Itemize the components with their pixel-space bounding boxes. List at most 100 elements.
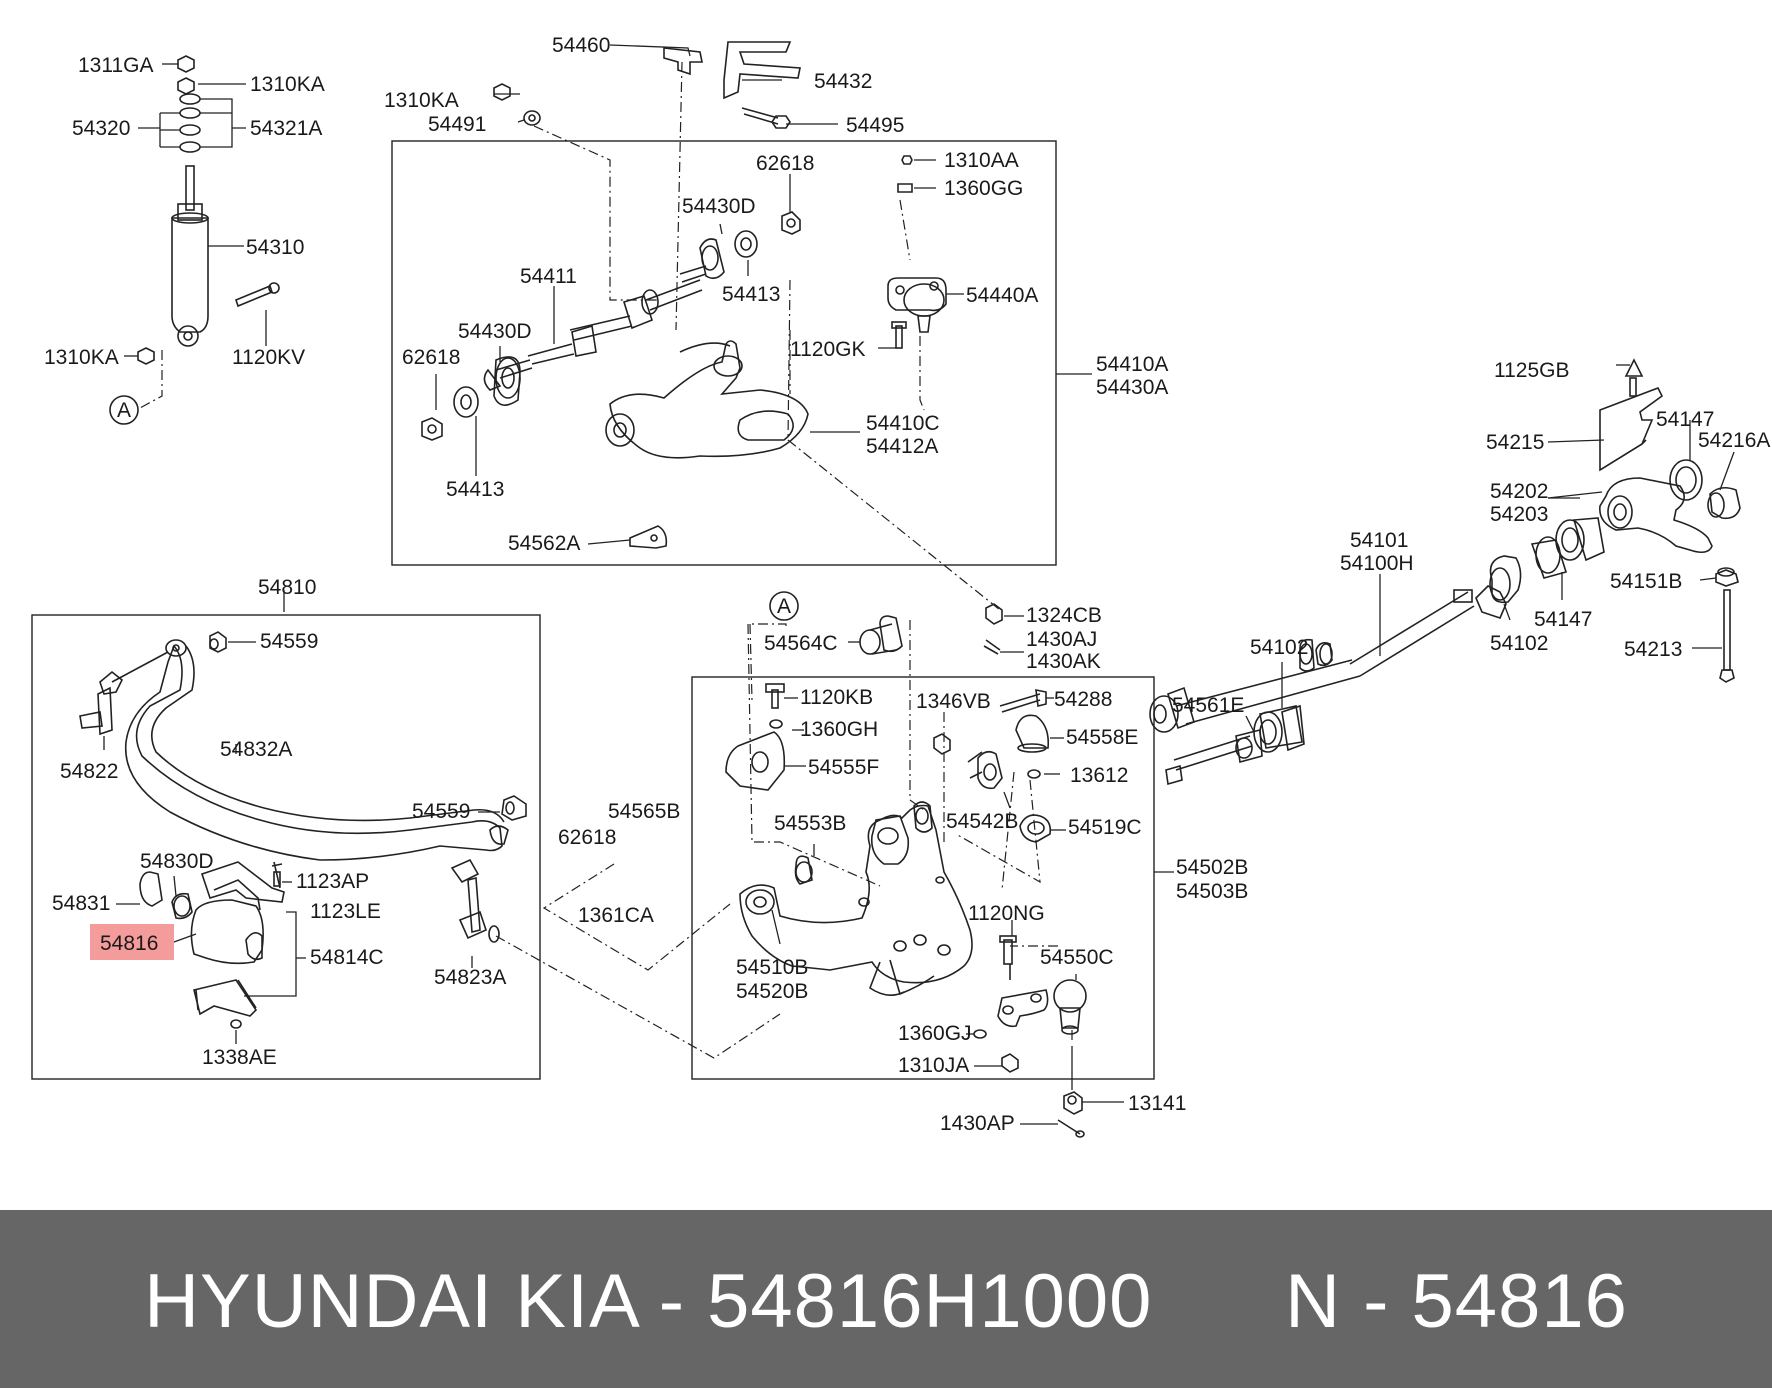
label-1360GH: 1360GH: [800, 718, 878, 741]
label-1120KB: 1120KB: [800, 686, 873, 709]
highlight-box-54816: [90, 924, 174, 960]
label-62618-left: 62618: [402, 346, 460, 369]
label-54288: 54288: [1054, 688, 1112, 711]
label-54562A: 54562A: [508, 532, 580, 555]
label-circle-a-top: A: [117, 399, 131, 422]
label-54503B: 54503B: [1176, 880, 1248, 903]
label-1324CB: 1324CB: [1026, 604, 1102, 627]
label-1123AP: 1123AP: [296, 870, 369, 893]
label-54216A: 54216A: [1698, 429, 1770, 452]
upper-arm-frame: [391, 140, 1057, 566]
label-1310AA: 1310AA: [944, 149, 1019, 172]
reference-circle-a-bottom: [769, 591, 799, 621]
label-54561E: 54561E: [1172, 694, 1244, 717]
label-54460: 54460: [552, 34, 610, 57]
label-54564C: 54564C: [764, 632, 838, 655]
label-54203: 54203: [1490, 503, 1548, 526]
label-54440A: 54440A: [966, 284, 1038, 307]
label-54215: 54215: [1486, 431, 1544, 454]
label-54147-top: 54147: [1656, 408, 1714, 431]
label-54410C: 54410C: [866, 412, 940, 435]
label-54491: 54491: [428, 113, 486, 136]
label-1361CA: 1361CA: [578, 904, 654, 927]
label-1310KA-top: 1310KA: [250, 73, 325, 96]
label-54519C: 54519C: [1068, 816, 1142, 839]
label-1430AP: 1430AP: [940, 1112, 1015, 1135]
label-54147-bottom: 54147: [1534, 608, 1592, 631]
label-54502B: 54502B: [1176, 856, 1248, 879]
label-54412A: 54412A: [866, 435, 938, 458]
label-54559-bottom: 54559: [412, 800, 470, 823]
label-54550C: 54550C: [1040, 946, 1114, 969]
label-54565B: 54565B: [608, 800, 680, 823]
label-54520B: 54520B: [736, 980, 808, 1003]
label-54411: 54411: [520, 265, 577, 288]
label-54831: 54831: [52, 892, 110, 915]
label-1310JA: 1310JA: [898, 1054, 969, 1077]
stabilizer-bar-assembly: [79, 631, 527, 1029]
part-number-title: HYUNDAI KIA - 54816H1000 N - 54816: [144, 1259, 1628, 1344]
label-1125GB: 1125GB: [1494, 359, 1570, 382]
lower-arm-assembly: [725, 603, 1087, 1138]
drive-shaft-assembly: [1149, 358, 1741, 786]
label-54101: 54101: [1350, 529, 1408, 552]
label-1346VB: 1346VB: [916, 690, 991, 713]
part-number-banner: HYUNDAI KIA - 54816H1000 N - 54816: [0, 1210, 1772, 1388]
label-1120GK: 1120GK: [790, 338, 866, 361]
label-1310KA-bottom: 1310KA: [44, 346, 119, 369]
label-13612: 13612: [1070, 764, 1128, 787]
label-13141: 13141: [1128, 1092, 1186, 1115]
exploded-parts-diagram: 1311GA 1310KA 54320 54321A 54310 1120KV …: [31, 34, 1770, 1138]
label-54495: 54495: [846, 114, 904, 137]
label-54830D: 54830D: [140, 850, 214, 873]
label-54822: 54822: [60, 760, 118, 783]
label-54321A: 54321A: [250, 117, 322, 140]
label-1430AK: 1430AK: [1026, 650, 1101, 673]
label-54832A: 54832A: [220, 738, 292, 761]
stabilizer-frame: [31, 614, 541, 1080]
label-54542B: 54542B: [946, 810, 1018, 833]
lower-arm-frame: [691, 676, 1155, 1080]
label-54151B: 54151B: [1610, 570, 1682, 593]
part-labels: 1311GA 1310KA 54320 54321A 54310 1120KV …: [44, 34, 1770, 1135]
label-54810: 54810: [258, 576, 316, 599]
label-62618-top: 62618: [756, 152, 814, 175]
label-1338AE: 1338AE: [202, 1046, 277, 1069]
label-1120NG: 1120NG: [968, 902, 1045, 925]
label-54559-top: 54559: [260, 630, 318, 653]
label-1430AJ: 1430AJ: [1026, 628, 1097, 651]
label-54410A: 54410A: [1096, 353, 1168, 376]
label-54814C: 54814C: [310, 946, 384, 969]
label-circle-a-bottom: A: [777, 595, 791, 618]
label-54213: 54213: [1624, 638, 1682, 661]
label-1311GA: 1311GA: [78, 54, 154, 77]
label-1360GG: 1360GG: [944, 177, 1023, 200]
label-54432: 54432: [814, 70, 872, 93]
label-54202: 54202: [1490, 480, 1548, 503]
label-54430D-left: 54430D: [458, 320, 532, 343]
label-1120KV: 1120KV: [232, 346, 305, 369]
label-54413-bottom: 54413: [446, 478, 504, 501]
label-54413-top: 54413: [722, 283, 780, 306]
label-54558E: 54558E: [1066, 726, 1138, 749]
label-1310KA-mid: 1310KA: [384, 89, 459, 112]
reference-circle-a-top: [109, 395, 139, 425]
label-54102-left: 54102: [1250, 636, 1308, 659]
label-54553B: 54553B: [774, 812, 846, 835]
label-54320: 54320: [72, 117, 130, 140]
label-54816: 54816: [100, 932, 158, 955]
label-54102-right: 54102: [1490, 632, 1548, 655]
shock-absorber-assembly: [137, 55, 280, 365]
label-54510B: 54510B: [736, 956, 808, 979]
label-54100H: 54100H: [1340, 552, 1414, 575]
label-54430A: 54430A: [1096, 376, 1168, 399]
label-54310: 54310: [246, 236, 304, 259]
label-62618-bottom: 62618: [558, 826, 616, 849]
label-54555F: 54555F: [808, 756, 879, 779]
label-54430D-top: 54430D: [682, 195, 756, 218]
label-54823A: 54823A: [434, 966, 506, 989]
label-1360GJ: 1360GJ: [898, 1022, 972, 1045]
label-1123LE: 1123LE: [310, 900, 381, 923]
upper-arm-assembly: [421, 41, 947, 549]
